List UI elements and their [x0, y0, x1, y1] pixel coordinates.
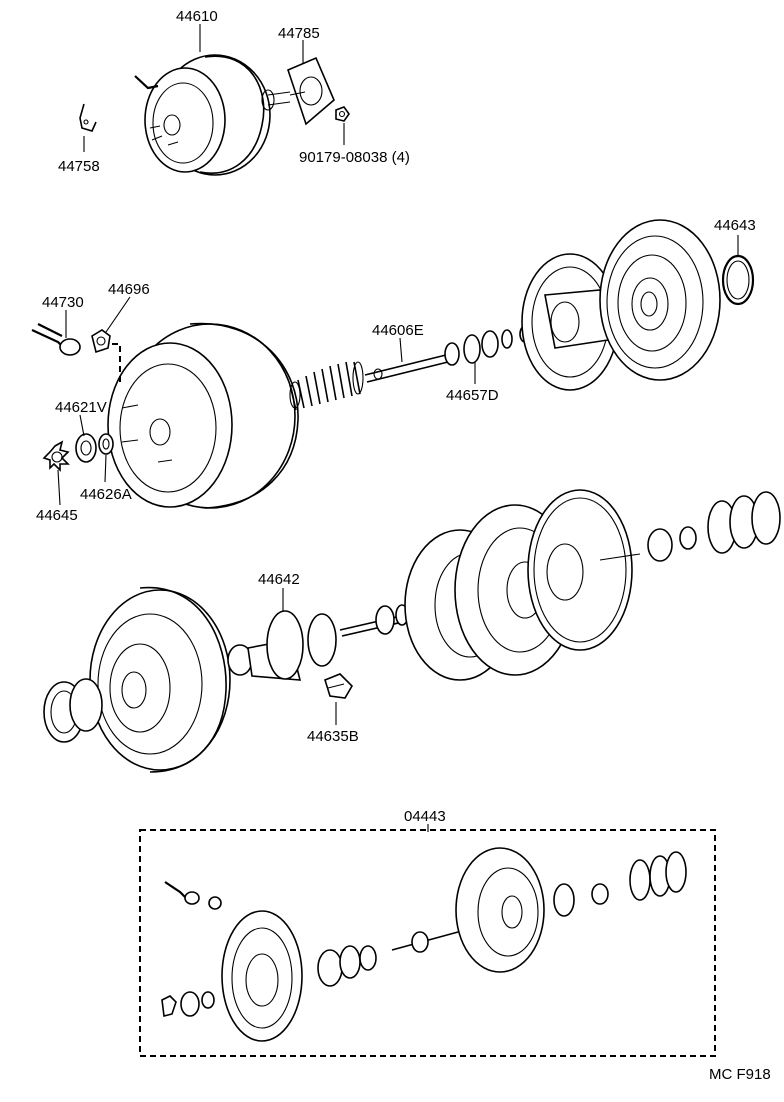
part-label-90179: 90179-08038 (4)	[299, 149, 410, 166]
part-label-44606E: 44606E	[372, 322, 424, 339]
part-label-44696: 44696	[108, 281, 150, 298]
nut-90179	[335, 106, 350, 122]
gear-plate	[527, 489, 641, 651]
part-label-04443: 04443	[404, 808, 446, 825]
leader-44606E	[399, 337, 403, 363]
leader-44626A	[104, 454, 107, 483]
ring-44643	[721, 254, 755, 306]
part-label-44645: 44645	[36, 507, 78, 524]
leader-44621V	[79, 414, 85, 437]
valve-body-44642	[227, 610, 337, 681]
washer-44621V	[75, 433, 97, 463]
gasket-44785	[287, 56, 335, 126]
figure-code: MC F918	[709, 1066, 771, 1083]
part-label-44785: 44785	[278, 25, 320, 42]
rear-housing	[89, 586, 231, 773]
part-label-44610: 44610	[176, 8, 218, 25]
part-label-44626A: 44626A	[80, 486, 132, 503]
part-label-44642: 44642	[258, 571, 300, 588]
pushrod-44606E	[364, 353, 453, 383]
lockwasher-44645	[42, 440, 70, 472]
fitting-guide	[112, 343, 121, 382]
part-label-44657D: 44657D	[446, 387, 499, 404]
rear-shell	[599, 219, 721, 381]
vacuum-fitting-44730	[31, 323, 81, 356]
booster-assembly-44610	[134, 54, 291, 176]
rear-seal-set	[43, 678, 103, 743]
part-label-44621V: 44621V	[55, 399, 107, 416]
return-spring	[289, 361, 364, 411]
kit-contents	[161, 847, 687, 1042]
clip-44758	[79, 103, 97, 132]
part-label-44643: 44643	[714, 217, 756, 234]
front-seal-set	[647, 491, 781, 562]
leader-44696	[105, 296, 131, 333]
part-label-44730: 44730	[42, 294, 84, 311]
key-44635B	[324, 673, 354, 699]
part-label-44635B: 44635B	[307, 728, 359, 745]
part-label-44758: 44758	[58, 158, 100, 175]
front-shell	[107, 322, 299, 509]
grommet-44696	[91, 329, 111, 354]
leader-44645	[57, 469, 61, 506]
seal-44626A	[98, 433, 114, 455]
seal-44657D	[444, 325, 531, 366]
